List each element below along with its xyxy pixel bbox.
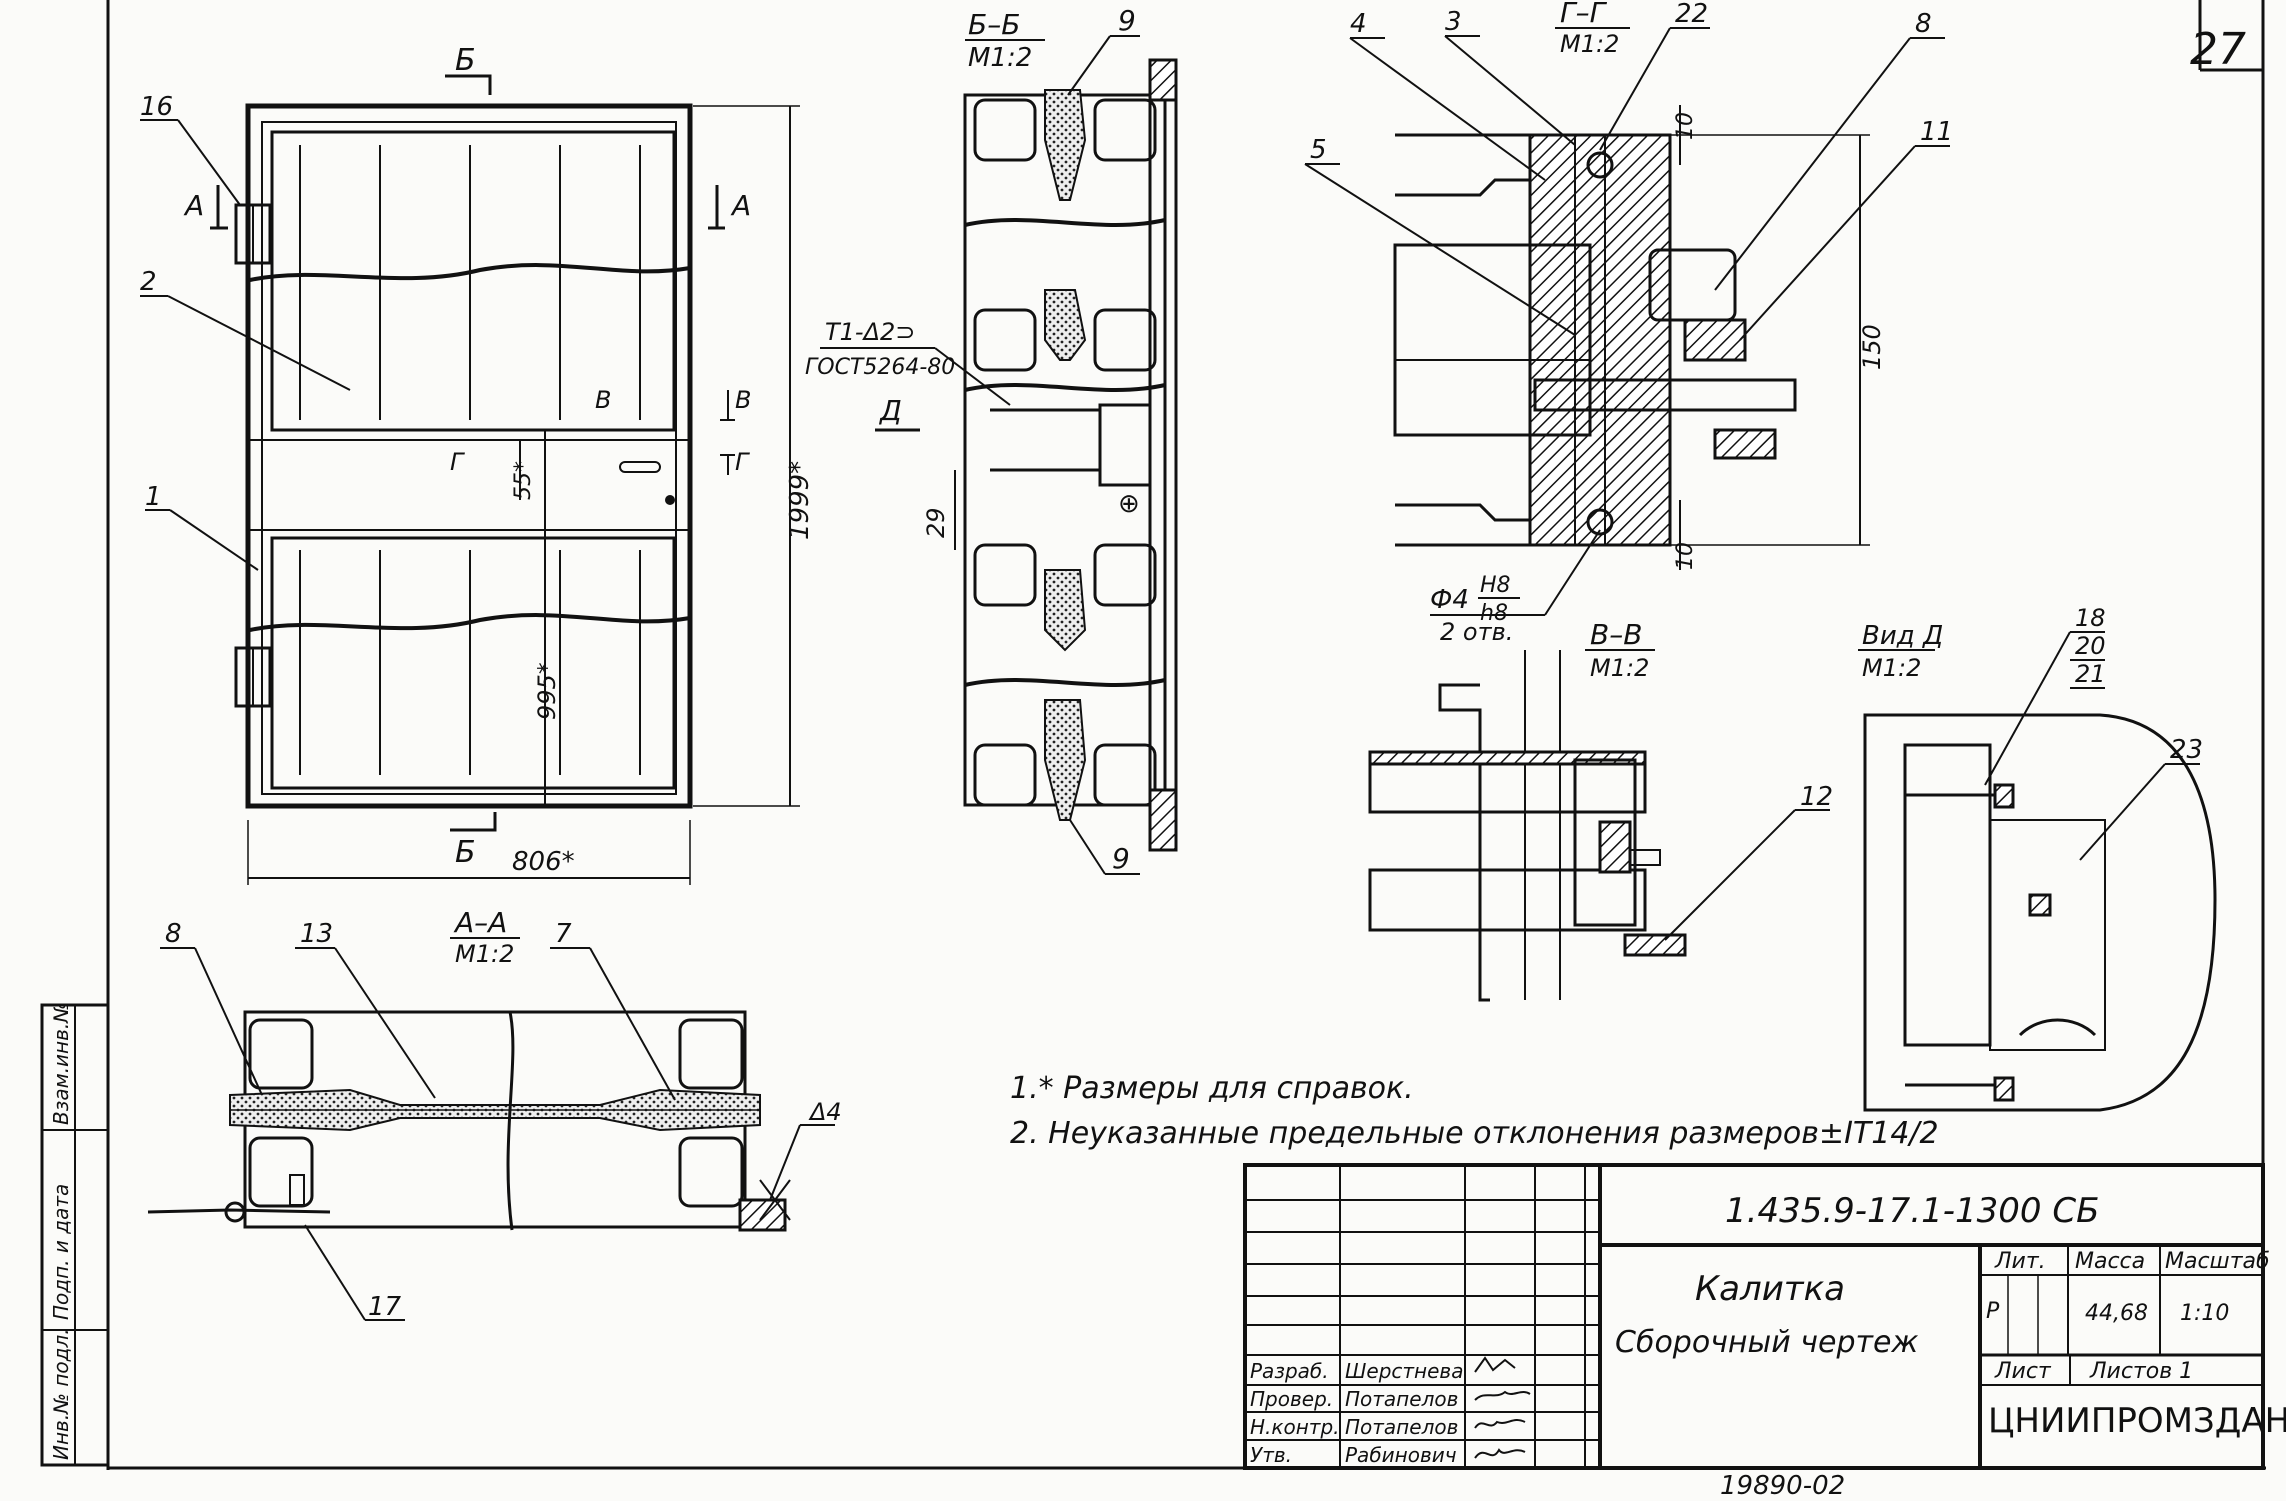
tb-mass-value: 44,68 — [2085, 1301, 2148, 1326]
section-gg-scale: М1:2 — [1560, 30, 1619, 58]
section-b-bottom: Б — [455, 835, 476, 870]
tb-role-4: Утв. — [1250, 1443, 1292, 1467]
note-2: 2. Неуказанные предельные отклонения раз… — [1010, 1116, 1939, 1151]
dim-small: 55* — [511, 461, 536, 500]
section-b-top: Б — [455, 43, 476, 78]
callout-11: 11 — [1920, 117, 1953, 147]
page-number: 27 — [2190, 24, 2246, 75]
tb-name-2-line: Сборочный чертеж — [1615, 1325, 1918, 1360]
tb-scale-label: Масштаб — [2165, 1249, 2270, 1274]
weld-standard: ГОСТ5264-80 — [805, 355, 955, 380]
callout-1: 1 — [145, 482, 162, 512]
stamp-label-1: Взам.инв.№ — [49, 1002, 73, 1125]
dim-10-bottom: 10 — [1673, 542, 1698, 570]
section-gg-title: Г–Г — [1560, 0, 1608, 29]
tb-mass-label: Масса — [2075, 1249, 2145, 1274]
tb-name-1: Шерстнева — [1345, 1359, 1463, 1383]
tb-role-2: Провер. — [1250, 1387, 1333, 1411]
weld-aa: Δ4 — [808, 1098, 842, 1126]
callout-17: 17 — [368, 1292, 402, 1322]
callout-8-aa: 8 — [165, 919, 182, 949]
sheet-frame — [106, 0, 2266, 1470]
callout-22: 22 — [1675, 0, 1708, 29]
hole-diameter: Ф4 — [1430, 585, 1469, 615]
tb-name-2: Потапелов — [1345, 1387, 1458, 1411]
callout-20: 20 — [2075, 632, 2106, 660]
callouts-front: 16 2 1 — [140, 92, 351, 571]
callout-4: 4 — [1350, 9, 1367, 39]
tb-role-1: Разраб. — [1250, 1359, 1329, 1383]
section-aa-scale: М1:2 — [455, 940, 514, 968]
fit-numerator: H8 — [1480, 573, 1511, 598]
dim-150: 150 — [1858, 324, 1886, 370]
callout-5: 5 — [1310, 135, 1327, 165]
callout-7: 7 — [555, 919, 572, 949]
tb-lit-value: Р — [1986, 1299, 2000, 1324]
section-d-label: Д — [878, 394, 902, 427]
signature-2 — [1474, 1390, 1531, 1401]
signature-1 — [1474, 1356, 1516, 1373]
section-aa-title: А–А — [453, 906, 507, 939]
callout-21: 21 — [2075, 660, 2106, 688]
callout-18: 18 — [2075, 604, 2106, 632]
tb-sheet-label: Лист — [1994, 1359, 2052, 1384]
notes: 1.* Размеры для справок. 2. Неуказанные … — [1010, 1071, 1939, 1151]
holes-count: 2 отв. — [1440, 618, 1513, 646]
callout-2: 2 — [140, 267, 157, 297]
callout-9-top: 9 — [1118, 4, 1136, 37]
section-gg: Г–Г М1:2 150 10 10 Ф4 H8 h8 2 отв. 4 3 — [1304, 0, 1953, 646]
dim-10-top: 10 — [1673, 112, 1698, 140]
tb-name-3: Потапелов — [1345, 1415, 1458, 1439]
section-bb-scale: М1:2 — [968, 43, 1032, 73]
tb-org: ЦНИИПРОМЗДАНИЙ — [1988, 1400, 2286, 1441]
view-d-title: Вид Д — [1862, 621, 1943, 651]
callout-12: 12 — [1800, 782, 1833, 812]
section-bb: Б–Б М1:2 ⊕ Т1-Δ2⊃ ГОСТ5264-80 Д 29 — [805, 4, 1178, 875]
signature-3 — [1474, 1419, 1526, 1429]
margin-stamp: Взам.инв.№ Подп. и дата Инв.№ подл. — [40, 1002, 110, 1467]
section-g-right: Г — [735, 448, 750, 476]
tb-role-3: Н.контр. — [1250, 1415, 1340, 1439]
section-v-left: В — [595, 386, 611, 414]
fit-denominator: h8 — [1480, 601, 1508, 626]
section-v-right: В — [735, 386, 751, 414]
title-block: Разраб. Провер. Н.контр. Утв. Шерстнева … — [1243, 1163, 2286, 1470]
signature-4 — [1474, 1448, 1526, 1459]
note-1: 1.* Размеры для справок. — [1010, 1071, 1414, 1106]
tb-lit-label: Лит. — [1994, 1249, 2046, 1274]
tb-scale-value: 1:10 — [2180, 1301, 2229, 1326]
callout-8-gg: 8 — [1915, 9, 1932, 39]
front-view: 1999* 806* 995* 55* Б Б А А В В Г Г — [183, 43, 815, 885]
dim-29: 29 — [922, 507, 950, 538]
dim-mid: 995* — [533, 662, 561, 720]
callout-16: 16 — [140, 92, 173, 122]
stamp-label-3: Инв.№ подл. — [49, 1328, 73, 1460]
section-a-right: А — [730, 189, 751, 222]
callout-9-bottom: 9 — [1112, 842, 1130, 875]
callout-13: 13 — [300, 919, 333, 949]
section-vv-scale: М1:2 — [1590, 654, 1649, 682]
section-aa: А–А М1:2 Δ4 8 13 7 17 — [147, 906, 842, 1322]
callout-3: 3 — [1445, 7, 1462, 37]
tb-sheets-label: Листов 1 — [2089, 1359, 2193, 1384]
section-vv: В–В М1:2 12 — [1368, 618, 1833, 1002]
view-d: Вид Д М1:2 18 20 21 23 — [1858, 604, 2217, 1112]
tb-name-4: Рабинович — [1345, 1443, 1457, 1467]
tb-code: 1.435.9-17.1-1300 СБ — [1725, 1191, 2099, 1231]
tb-name-1-line: Калитка — [1695, 1269, 1845, 1309]
section-vv-title: В–В — [1590, 618, 1642, 651]
stamp-label-2: Подп. и дата — [49, 1184, 73, 1320]
section-bb-title: Б–Б — [968, 8, 1020, 41]
view-d-scale: М1:2 — [1862, 654, 1921, 682]
weld-note: Т1-Δ2⊃ — [825, 318, 915, 346]
dim-height: 1999* — [785, 461, 815, 540]
archive-number: 19890-02 — [1720, 1471, 1845, 1501]
flag-mark: ⊕ — [1118, 489, 1140, 519]
dim-width: 806* — [512, 847, 575, 877]
section-a-left: А — [183, 189, 204, 222]
section-g-left: Г — [450, 448, 465, 476]
callout-23: 23 — [2170, 735, 2203, 765]
